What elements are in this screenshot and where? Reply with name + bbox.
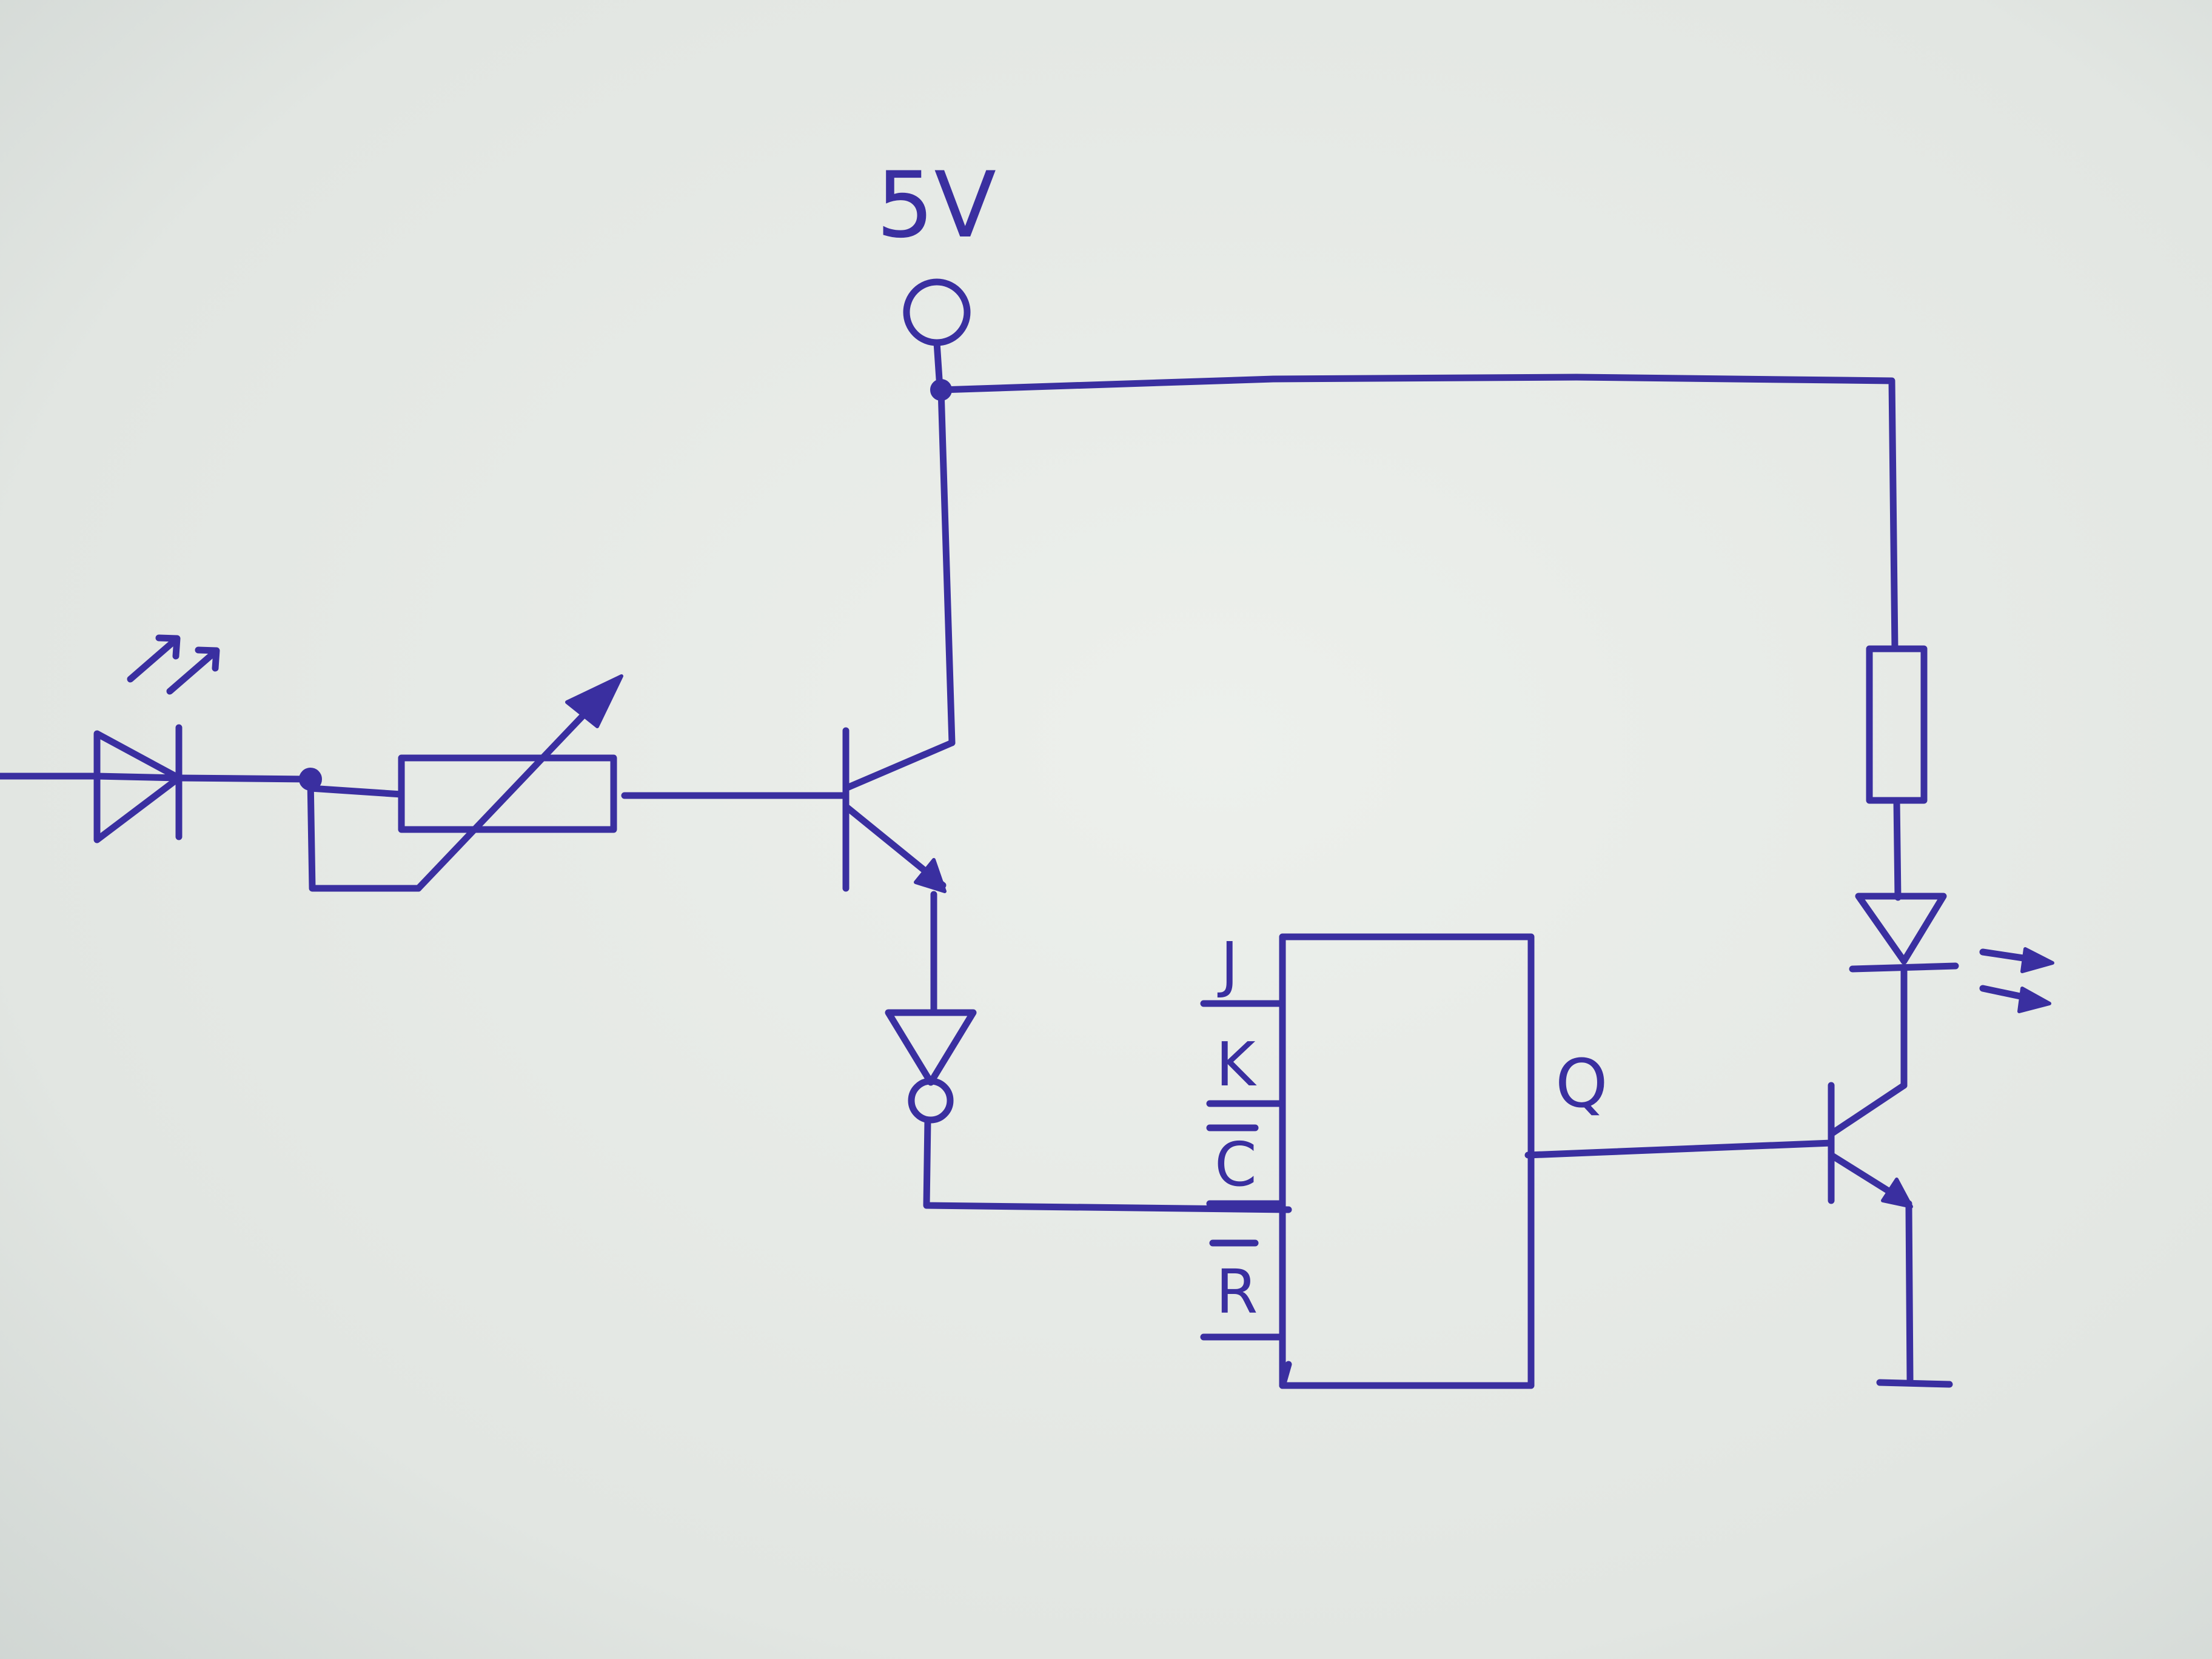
- transistor-output: [1828, 1082, 1913, 1208]
- incoming-light-arrows-icon: [127, 634, 220, 695]
- svg-text:K: K: [1216, 1029, 1257, 1100]
- svg-text:R: R: [1216, 1256, 1258, 1327]
- pin-k: K: [1206, 1029, 1286, 1107]
- supply-terminal: 5V: [876, 153, 996, 401]
- output-wire: [1524, 1139, 1835, 1159]
- svg-text:J: J: [1217, 929, 1239, 1000]
- emitter-arrow-icon: [1881, 1178, 1913, 1208]
- variable-resistor: [307, 674, 623, 892]
- clock-wire: [923, 1117, 1292, 1213]
- svg-text:C: C: [1215, 1129, 1257, 1200]
- jk-flipflop: J K C R Q: [1200, 929, 1608, 1389]
- transistor-input: [842, 727, 956, 893]
- resistor-to-led-wire: [1893, 797, 1902, 901]
- supply-rail-wire: [937, 374, 1899, 652]
- adjust-arrow-icon: [565, 674, 623, 728]
- supply-label: 5V: [876, 153, 996, 258]
- emitter-arrow-icon: [914, 858, 947, 893]
- pin-r-inverted: R: [1200, 1239, 1286, 1341]
- pin-c-inverted: C: [1206, 1124, 1286, 1207]
- collector-wire: [937, 386, 956, 746]
- diode-to-junction-wire: [175, 774, 313, 783]
- output-q-label: Q: [1555, 1045, 1608, 1122]
- emitted-light-arrows-icon: [1979, 947, 2054, 1013]
- pin-j: J: [1200, 929, 1286, 1007]
- photodiode: [93, 634, 220, 843]
- ground-wire: [1905, 1203, 1914, 1383]
- ground-symbol: [1876, 1379, 1953, 1388]
